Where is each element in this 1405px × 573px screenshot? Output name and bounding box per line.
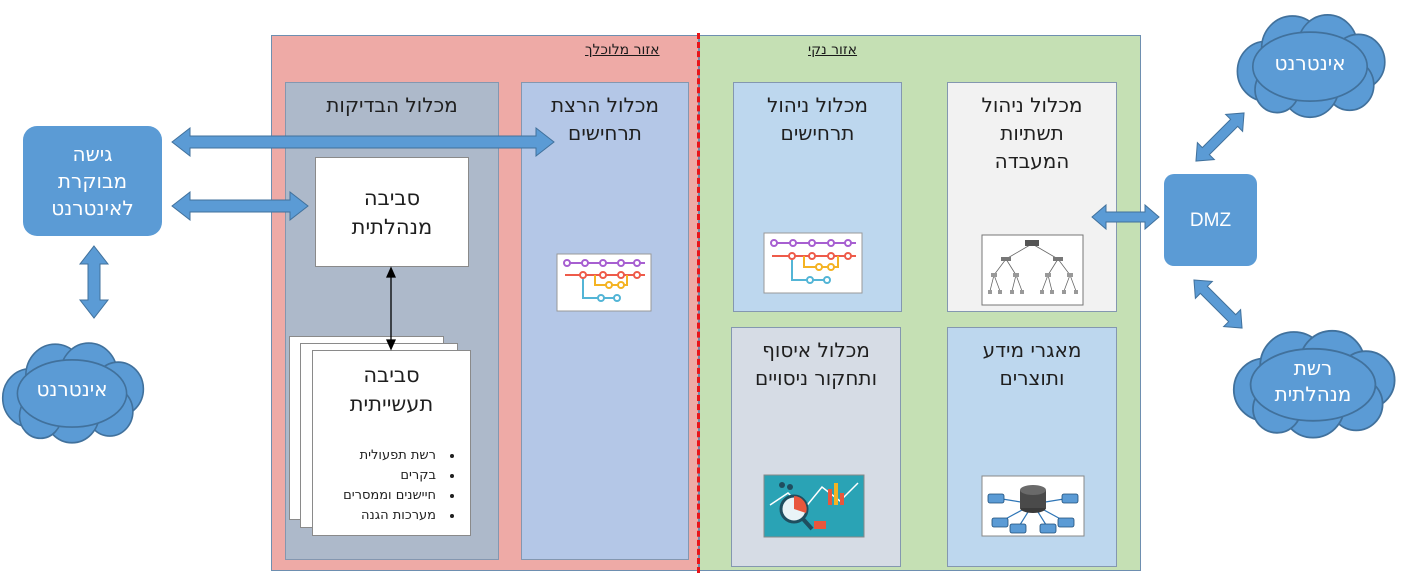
controlled-access-box: גישה מבוקרת לאינטרנט <box>23 126 162 236</box>
double-arrow-dmz-to-admin-network <box>1193 279 1243 329</box>
industrial-environment-label: סביבה תעשייתית <box>349 363 434 416</box>
dmz-box: DMZ <box>1164 174 1257 266</box>
admin-environment-label: סביבה מנהלתית <box>351 186 433 239</box>
clean-zone-label: אזור נקי <box>808 42 858 58</box>
double-arrow-infra-to-dmz <box>1091 203 1160 231</box>
industrial-environment-box: סביבה תעשייתית רשת תפעולית בקרים חיישנים… <box>312 350 471 536</box>
internet-cloud-top-right-label: אינטרנט <box>1274 51 1346 75</box>
infra-management-title: מכלול ניהול תשתיות המעבדה <box>981 93 1083 173</box>
thin-arrow-admin-to-industrial <box>385 266 397 351</box>
industrial-item: חיישנים וממסרים <box>343 486 440 506</box>
industrial-item: מערכות הגנה <box>343 506 440 526</box>
double-arrow-access-to-internet <box>78 245 110 319</box>
network-topology-thumbnail <box>981 234 1084 306</box>
repositories-title: מאגרי מידע ותוצרים <box>982 338 1082 390</box>
scenario-flow-thumbnail-mgmt <box>763 232 863 294</box>
double-arrow-access-to-run <box>171 126 555 158</box>
industrial-item: בקרים <box>343 466 440 486</box>
scenario-run-title: מכלול הרצת תרחישים <box>550 93 660 145</box>
admin-network-cloud-label: רשת מנהלתית <box>1274 356 1352 406</box>
scenario-run-panel: מכלול הרצת תרחישים <box>521 82 689 560</box>
internet-cloud-left-label: אינטרנט <box>36 377 108 401</box>
double-arrow-dmz-to-internet <box>1195 112 1245 162</box>
double-arrow-access-to-admin <box>171 190 309 222</box>
dirty-zone-label: אזור מלוכלך <box>585 42 660 58</box>
analytics-thumbnail <box>763 474 865 538</box>
scenario-flow-thumbnail-run <box>556 253 652 312</box>
zone-divider <box>697 33 701 573</box>
industrial-items-list: רשת תפעולית בקרים חיישנים וממסרים מערכות… <box>343 446 454 526</box>
collection-title: מכלול איסוף ותחקור ניסויים <box>754 338 878 390</box>
testing-complex-title: מכלול הבדיקות <box>326 93 458 117</box>
scenario-management-panel: מכלול ניהול תרחישים <box>733 82 902 312</box>
admin-environment-box: סביבה מנהלתית <box>315 157 469 267</box>
scenario-management-title: מכלול ניהול תרחישים <box>766 93 869 145</box>
industrial-item: רשת תפעולית <box>343 446 440 466</box>
database-thumbnail <box>981 475 1085 537</box>
